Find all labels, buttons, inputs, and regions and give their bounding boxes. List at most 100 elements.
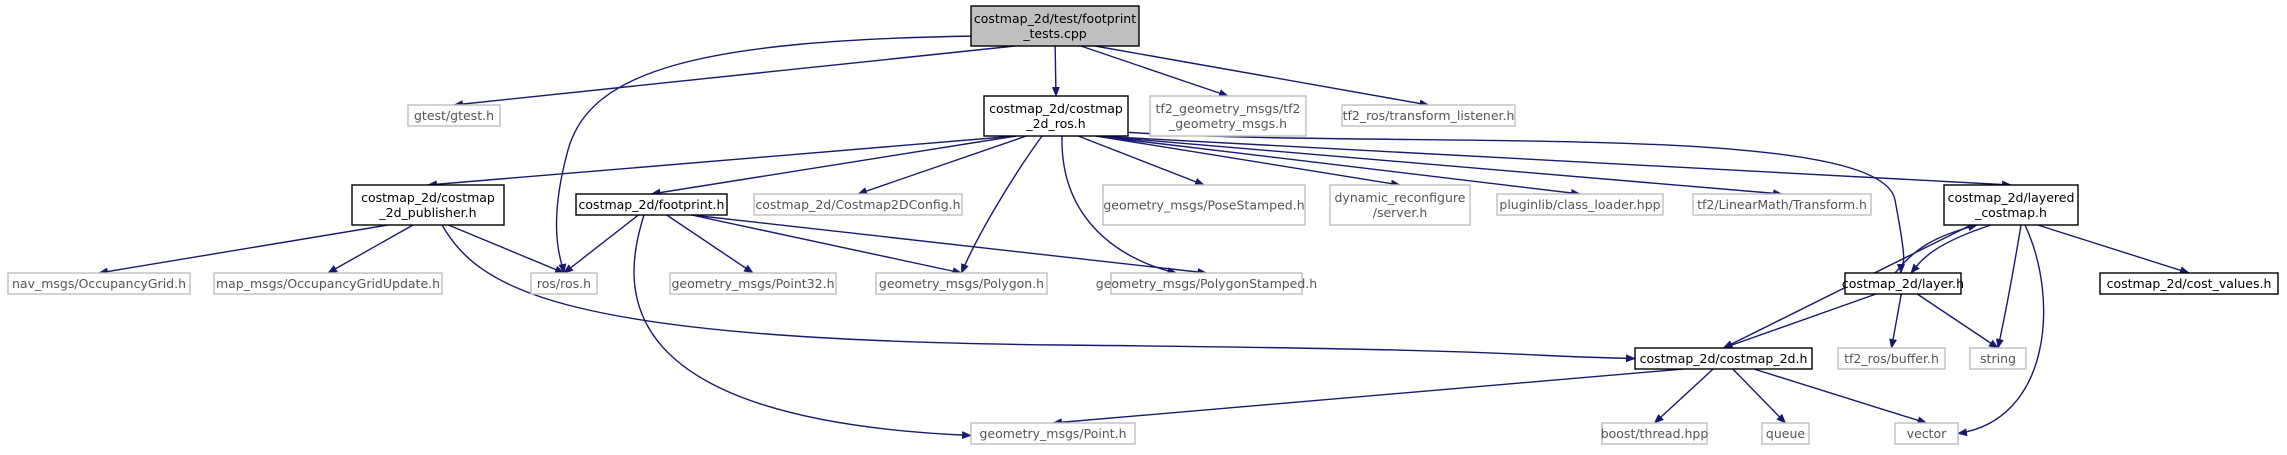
node-config: costmap_2d/Costmap2DConfig.h: [753, 193, 963, 216]
edge-costmap_ros-to-dynreconf: [1095, 135, 1401, 188]
node-label: boost/thread.hpp: [1601, 426, 1709, 441]
node-label: dynamic_reconfigure: [1335, 190, 1466, 205]
node-layered[interactable]: costmap_2d/layered_costmap.h: [1943, 184, 2079, 226]
node-box: [1110, 272, 1303, 295]
node-label: /server.h: [1373, 205, 1428, 220]
node-label: costmap_2d/costmap: [989, 101, 1123, 116]
node-polygon: geometry_msgs/Polygon.h: [875, 272, 1048, 295]
node-box: [970, 422, 1136, 445]
edge-costmap2d-to-vector: [1753, 368, 1928, 425]
node-label: costmap_2d/footprint.h: [579, 197, 725, 212]
node-tf2buffer: tf2_ros/buffer.h: [1837, 347, 1946, 370]
edge-footprint-to-polystamped: [691, 214, 1208, 276]
node-label: geometry_msgs/PoseStamped.h: [1103, 198, 1304, 213]
node-label: ros/ros.h: [537, 276, 591, 291]
edge-layer-to-layered: [1894, 223, 1978, 274]
node-label: _tests.cpp: [1022, 26, 1087, 41]
node-box: [1894, 422, 1959, 445]
edge-layered-to-string: [1995, 224, 2022, 349]
node-label: geometry_msgs/Point32.h: [671, 276, 834, 291]
node-queue: queue: [1761, 422, 1810, 445]
edge-costmap_ros-to-transform: [1095, 135, 1783, 198]
node-label: pluginlib/class_loader.hpp: [1499, 197, 1660, 212]
node-box: [1761, 422, 1810, 445]
node-box: [1943, 184, 2079, 226]
node-box: [351, 184, 505, 226]
node-gtest: gtest/gtest.h: [407, 104, 501, 127]
node-label: _2d_ros.h: [1025, 116, 1085, 131]
node-label: _geometry_msgs.h: [1168, 116, 1287, 131]
node-polystamped: geometry_msgs/PolygonStamped.h: [1096, 272, 1317, 295]
edge-footprint-to-point32: [666, 214, 754, 274]
node-label: geometry_msgs/Polygon.h: [879, 276, 1044, 291]
node-tf2_geom: tf2_geometry_msgs/tf2_geometry_msgs.h: [1149, 95, 1307, 137]
node-label: costmap_2d/costmap_2d.h: [1640, 351, 1808, 366]
node-label: _costmap.h: [1974, 205, 2047, 220]
node-pluginlib: pluginlib/class_loader.hpp: [1496, 193, 1664, 216]
node-box: [1844, 272, 1962, 295]
edge-costmap_ros-to-polygon: [960, 135, 1043, 274]
node-box: [1601, 422, 1708, 445]
node-label: map_msgs/OccupancyGridUpdate.h: [216, 276, 440, 291]
node-box: [753, 193, 963, 216]
node-label: queue: [1766, 426, 1805, 441]
node-label: vector: [1907, 426, 1948, 441]
edge-costmap_ros-to-layered: [1095, 135, 2012, 189]
node-label: tf2_ros/buffer.h: [1844, 351, 1939, 366]
node-point32: geometry_msgs/Point32.h: [669, 272, 837, 295]
node-costmap2d[interactable]: costmap_2d/costmap_2d.h: [1634, 347, 1813, 370]
node-label: costmap_2d/Costmap2DConfig.h: [755, 197, 960, 212]
node-string: string: [1969, 347, 2027, 370]
node-box: [1149, 95, 1307, 137]
edge-layered-to-costvalues: [2037, 224, 2190, 275]
node-tf2_tl: tf2_ros/transform_listener.h: [1341, 104, 1516, 127]
edge-costmap2d-to-boostthread: [1653, 368, 1714, 424]
node-costmap_ros[interactable]: costmap_2d/costmap_2d_ros.h: [983, 95, 1129, 137]
edge-publisher-to-rosh: [448, 224, 565, 274]
node-label: costmap_2d/test/footprint: [974, 11, 1136, 26]
edge-costmap_ros-to-footprint: [650, 135, 1017, 197]
edge-layer-to-string: [1916, 293, 1999, 349]
node-label: nav_msgs/OccupancyGrid.h: [12, 276, 186, 291]
edge-publisher-to-occgrid: [98, 224, 389, 276]
node-box: [2099, 272, 2279, 295]
node-label: tf2_ros/transform_listener.h: [1343, 108, 1515, 123]
node-box: [530, 272, 598, 295]
node-posestamped: geometry_msgs/PoseStamped.h: [1102, 184, 1306, 226]
edge-root-to-rosh: [555, 35, 980, 274]
node-boostthread: boost/thread.hpp: [1601, 422, 1709, 445]
node-box: [7, 272, 191, 295]
node-label: costmap_2d/layered: [1948, 190, 2075, 205]
node-layer[interactable]: costmap_2d/layer.h: [1842, 272, 1964, 295]
node-root[interactable]: costmap_2d/test/footprint_tests.cpp: [970, 5, 1140, 47]
edge-costmap_ros-to-posestamped: [1077, 135, 1205, 186]
node-label: costmap_2d/layer.h: [1842, 276, 1964, 291]
node-transform: tf2/LinearMath/Transform.h: [1692, 193, 1872, 216]
edge-layer-to-tf2buffer: [1889, 293, 1902, 349]
node-box: [983, 95, 1129, 137]
node-label: costmap_2d/cost_values.h: [2107, 276, 2272, 291]
node-rosh: ros/ros.h: [530, 272, 598, 295]
node-box: [1341, 104, 1516, 127]
edge-publisher-to-costmap2d: [441, 224, 1636, 363]
edge-layered-to-vector: [1957, 224, 2045, 437]
edge-costmap_ros-to-pluginlib: [1095, 135, 1581, 197]
node-label: geometry_msgs/PolygonStamped.h: [1096, 276, 1317, 291]
node-label: geometry_msgs/Point.h: [979, 426, 1126, 441]
node-label: costmap_2d/costmap: [361, 190, 495, 205]
node-footprint[interactable]: costmap_2d/footprint.h: [575, 193, 728, 216]
node-box: [970, 5, 1140, 47]
nodes-layer: costmap_2d/test/footprint_tests.cppgtest…: [7, 5, 2279, 445]
edge-costmap2d-to-queue: [1732, 368, 1787, 424]
node-box: [213, 272, 443, 295]
node-publisher[interactable]: costmap_2d/costmap_2d_publisher.h: [351, 184, 505, 226]
node-label: string: [1980, 351, 2016, 366]
edge-layer-to-costmap2d: [1722, 293, 1877, 349]
node-costvalues[interactable]: costmap_2d/cost_values.h: [2099, 272, 2279, 295]
edge-costmap2d-to-point: [1052, 368, 1684, 427]
node-label: gtest/gtest.h: [414, 108, 494, 123]
node-box: [1329, 184, 1471, 226]
node-label: tf2/LinearMath/Transform.h: [1697, 197, 1867, 212]
node-box: [407, 104, 501, 127]
edge-footprint-to-point: [633, 214, 972, 440]
